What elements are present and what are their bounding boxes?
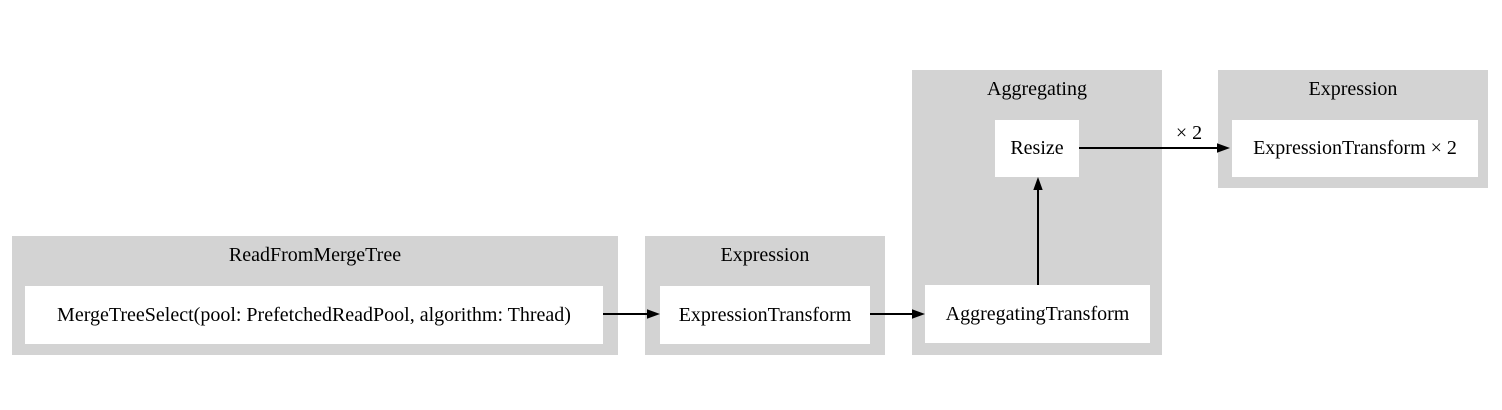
node-label: AggregatingTransform [945, 302, 1130, 325]
node-label: ExpressionTransform × 2 [1253, 137, 1457, 159]
node-label: ExpressionTransform [678, 303, 852, 326]
edge-label-x2: × 2 [1175, 122, 1203, 144]
cluster-title: Expression [720, 244, 810, 266]
cluster-title: Aggregating [987, 78, 1087, 100]
cluster-title: ReadFromMergeTree [228, 244, 402, 266]
node-label: Resize [1010, 137, 1064, 159]
cluster-expression-2: Expression ExpressionTransform × 2 [1218, 70, 1488, 188]
node-resize: Resize [995, 120, 1079, 177]
node-mergetreeselect: MergeTreeSelect(pool: PrefetchedReadPool… [25, 286, 603, 344]
cluster-readfrommergetree: ReadFromMergeTree MergeTreeSelect(pool: … [12, 236, 618, 355]
cluster-aggregating: Aggregating Resize AggregatingTransform [912, 70, 1162, 355]
node-expressiontransform-x2: ExpressionTransform × 2 [1232, 120, 1478, 177]
node-aggregatingtransform: AggregatingTransform [925, 285, 1150, 343]
cluster-expression-1: Expression ExpressionTransform [645, 236, 885, 355]
cluster-title: Expression [1308, 78, 1398, 100]
node-expressiontransform: ExpressionTransform [660, 286, 870, 344]
node-label: MergeTreeSelect(pool: PrefetchedReadPool… [57, 303, 571, 326]
